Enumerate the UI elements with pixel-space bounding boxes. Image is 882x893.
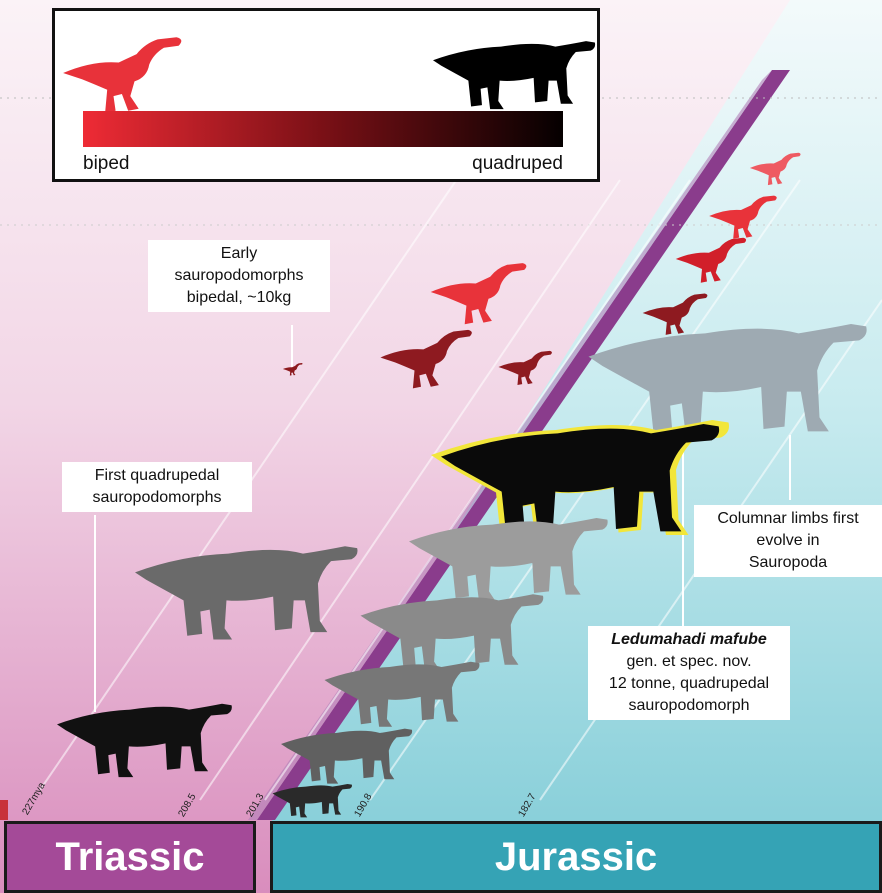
callout-line: Sauropoda [694,552,882,574]
callout-line: Columnar limbs first [694,508,882,530]
callout-line: sauropodomorphs [154,265,324,287]
legend-gradient-bar [83,111,563,147]
legend-biped-label: biped [83,153,130,175]
callout-line: 12 tonne, quadrupedal [594,673,784,695]
legend-quadruped-label: quadruped [472,153,563,175]
species-name: Ledumahadi mafube [594,629,784,651]
first-quadrupedal-callout: First quadrupedal sauropodomorphs [62,462,252,512]
legend-quadruped-icon [433,41,595,109]
callout-line: sauropodomorph [594,695,784,717]
legend: biped quadruped [52,8,600,182]
triassic-label: Triassic [55,835,204,880]
callout-line: First quadrupedal [68,465,246,487]
edge-marker [0,800,8,820]
callout-line: Early [154,243,324,265]
callout-line: evolve in [694,530,882,552]
callout-line: sauropodomorphs [68,487,246,509]
legend-art [55,11,597,147]
callout-line: gen. et spec. nov. [594,651,784,673]
ledumahadi-callout: Ledumahadi mafube gen. et spec. nov. 12 … [588,626,790,720]
legend-biped-icon [63,37,181,113]
columnar-limbs-callout: Columnar limbs first evolve in Sauropoda [694,505,882,577]
triassic-bar: Triassic [4,821,256,893]
jurassic-bar: Jurassic [270,821,882,893]
callout-line: bipedal, ~10kg [154,287,324,309]
jurassic-label: Jurassic [495,835,657,880]
early-sauropodomorphs-callout: Early sauropodomorphs bipedal, ~10kg [148,240,330,312]
